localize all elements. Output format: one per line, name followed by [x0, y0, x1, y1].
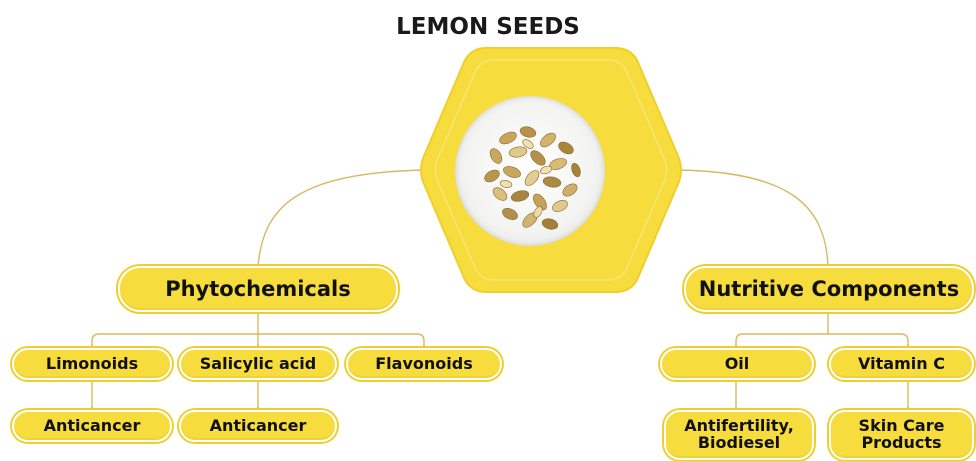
- node-salicylic-anticancer-label: Anticancer: [210, 418, 307, 435]
- lemon-seeds-image: [478, 118, 588, 236]
- node-oil[interactable]: Oil: [660, 348, 814, 380]
- node-limonoids-label: Limonoids: [46, 356, 138, 373]
- node-vitamin-c-effect-line2: Products: [861, 435, 941, 452]
- node-vitamin-c[interactable]: Vitamin C: [829, 348, 974, 380]
- node-limonoids-anticancer[interactable]: Anticancer: [12, 410, 172, 442]
- node-salicylic-anticancer[interactable]: Anticancer: [179, 410, 337, 442]
- node-salicylic-acid[interactable]: Salicylic acid: [179, 348, 337, 380]
- node-vitamin-c-label: Vitamin C: [858, 356, 945, 373]
- node-oil-label: Oil: [725, 356, 750, 373]
- connector-nutri-bus: [736, 334, 908, 348]
- node-nutritive-label: Nutritive Components: [699, 278, 959, 300]
- node-limonoids-anticancer-label: Anticancer: [44, 418, 141, 435]
- node-flavonoids[interactable]: Flavonoids: [346, 348, 502, 380]
- node-oil-effect-line2: Biodiesel: [698, 435, 780, 452]
- diagram-title: LEMON SEEDS: [0, 14, 976, 40]
- node-nutritive-components[interactable]: Nutritive Components: [684, 266, 974, 312]
- node-oil-effect[interactable]: Antifertility, Biodiesel: [664, 410, 814, 460]
- node-salicylic-acid-label: Salicylic acid: [200, 356, 316, 373]
- node-phytochemicals-label: Phytochemicals: [165, 278, 351, 300]
- connector-hub-nutritive: [678, 170, 828, 268]
- node-phytochemicals[interactable]: Phytochemicals: [118, 266, 398, 312]
- node-vitamin-c-effect[interactable]: Skin Care Products: [829, 410, 974, 460]
- connector-hub-phytochemicals: [258, 170, 428, 268]
- node-flavonoids-label: Flavonoids: [375, 356, 472, 373]
- node-limonoids[interactable]: Limonoids: [12, 348, 172, 380]
